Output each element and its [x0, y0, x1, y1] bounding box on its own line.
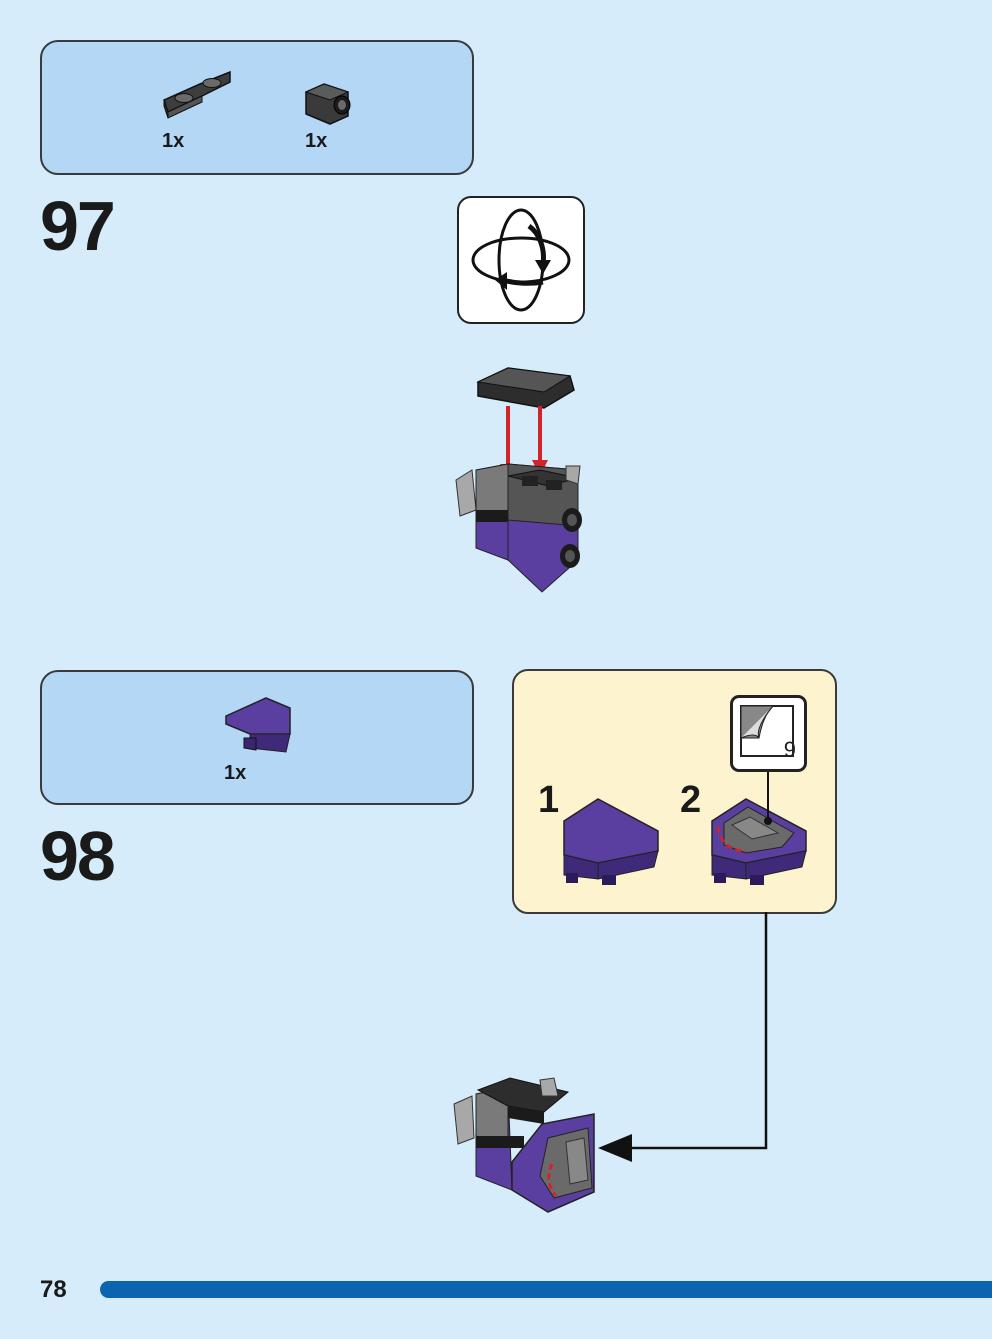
- model-assembly-step-97: [455, 367, 582, 593]
- step-number-98: 98: [40, 817, 116, 895]
- page-progress-bar: [100, 1281, 992, 1298]
- curved-wedge-part-icon: [225, 697, 291, 753]
- bracket-pin-part-icon: [304, 83, 351, 125]
- part-quantity: 1x: [162, 130, 185, 152]
- purple-wedge-with-sticker-icon: [711, 769, 807, 885]
- sticker-callout: 9: [730, 695, 807, 772]
- model-assembly-step-98: [453, 1077, 595, 1213]
- parts-list-step-98: 1x: [40, 670, 474, 805]
- purple-wedge-piece-icon: [563, 798, 659, 885]
- part-quantity: 1x: [305, 130, 328, 152]
- inverted-slope-part-icon: [163, 70, 231, 119]
- substep-label-1: 1: [538, 779, 560, 821]
- step-number-97: 97: [40, 187, 116, 265]
- sticker-icon: [740, 705, 794, 757]
- page-number: 78: [40, 1276, 67, 1303]
- rotate-model-icon: [471, 208, 571, 312]
- parts-list-step-97: 1x 1x: [40, 40, 474, 175]
- part-quantity: 1x: [224, 762, 247, 784]
- sticker-number: 9: [783, 737, 796, 762]
- substep-label-2: 2: [680, 779, 702, 821]
- rotate-model-callout: [457, 196, 585, 324]
